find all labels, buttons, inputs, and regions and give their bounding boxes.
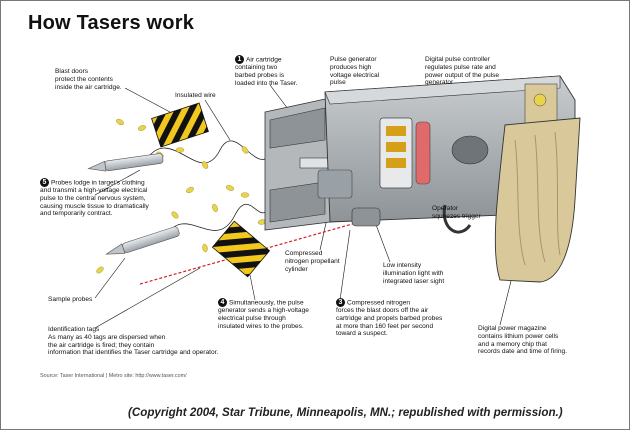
step-number-badge: 4 (218, 298, 227, 307)
step-5-text: Probes lodge in target's clothing and tr… (40, 179, 149, 218)
leader-lines (94, 84, 546, 329)
label-laser-sight: Low intensity illumination light with in… (383, 262, 445, 285)
label-digital-pulse-controller: Digital pulse controller regulates pulse… (425, 56, 500, 87)
blast-doors (151, 102, 271, 278)
step-4-text: Simultaneously, the pulse generator send… (218, 299, 309, 330)
step-3-text: Compressed nitrogen forces the blast doo… (336, 299, 443, 338)
step-number-badge: 3 (336, 298, 345, 307)
label-identification-tags: Identification tags As many as 40 tags a… (48, 326, 219, 357)
step-number-badge: 1 (235, 55, 244, 64)
label-pulse-generator: Pulse generator produces high voltage el… (330, 56, 380, 87)
step-1-text: Air cartridge containing two barbed prob… (235, 56, 298, 87)
label-blast-doors: Blast doors protect the contents inside … (55, 68, 122, 91)
label-operator-trigger: Operator squeezes trigger (432, 205, 481, 220)
insulated-wires (144, 140, 271, 239)
barbed-probes (87, 153, 180, 255)
step-number-badge: 5 (40, 178, 49, 187)
source-credit: Source: Taser International | Metro site… (40, 373, 187, 379)
label-insulated-wire: Insulated wire (175, 92, 216, 99)
diagram-title: How Tasers work (28, 12, 195, 34)
label-compressed-nitrogen: Compressed nitrogen propellant cylinder (285, 250, 340, 273)
label-digital-power-magazine: Digital power magazine contains lithium … (478, 325, 568, 356)
taser-body (264, 75, 581, 283)
copyright-notice: (Copyright 2004, Star Tribune, Minneapol… (128, 406, 563, 419)
label-sample-probes: Sample probes (48, 296, 93, 303)
